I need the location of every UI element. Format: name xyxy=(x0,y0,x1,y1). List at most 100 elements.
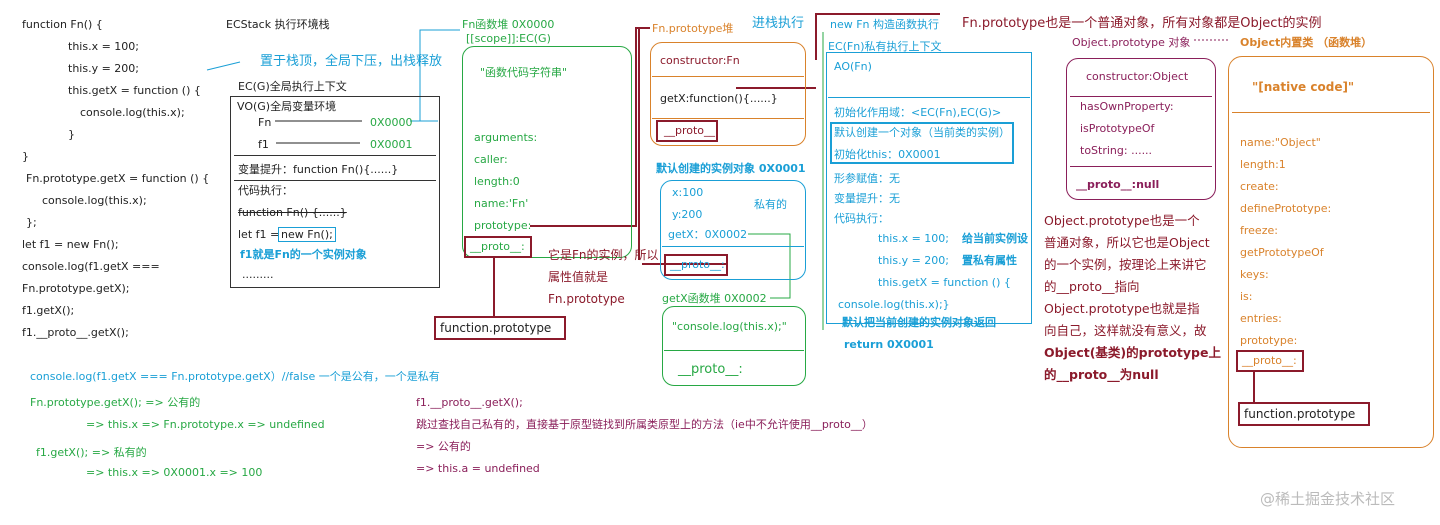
newfn-hoist: 变量提升：无 xyxy=(834,192,900,205)
function-prototype-label: function.prototype xyxy=(440,321,552,335)
prototype-arrow xyxy=(530,27,650,227)
instance-proto: __proto__: xyxy=(670,258,725,271)
vog-box xyxy=(234,98,436,156)
object-class-proto: __proto__: xyxy=(1242,354,1297,367)
instance-x: x:100 xyxy=(672,186,704,199)
exec-label: 代码执行： xyxy=(238,184,293,197)
create-instance-box xyxy=(830,122,1014,164)
getx-link xyxy=(748,233,791,299)
object-class-title: Object内置类 （函数堆） xyxy=(1240,36,1373,49)
divider xyxy=(662,246,804,247)
fnproto-proto-box xyxy=(656,120,718,142)
fnproto-header: Fn.prototype也是一个普通对象，所有对象都是Object的实例 xyxy=(962,16,1322,31)
fn-proto-box xyxy=(464,236,532,258)
code-line: f1.__proto__.getX(); xyxy=(22,326,129,339)
getx-heap-proto: __proto__: xyxy=(678,362,743,377)
divider xyxy=(234,180,436,181)
fn-prop: length:0 xyxy=(474,175,520,188)
var-f1: f1 xyxy=(258,138,269,151)
note-line: 的__proto__指向 xyxy=(1044,279,1140,294)
note-line: 的__proto__为null xyxy=(1044,367,1159,382)
source-code: function Fn() { this.x = 100; this.y = 2… xyxy=(22,14,209,344)
object-prototype-box xyxy=(1066,58,1216,200)
dots: ......... xyxy=(242,268,274,281)
watermark: @稀土掘金技术社区 xyxy=(1260,490,1396,508)
ao-label: AO(Fn) xyxy=(834,60,872,73)
var-fn: Fn xyxy=(258,116,272,129)
stack-note-arrow xyxy=(206,61,241,71)
bottom-line1: console.log(f1.getX === Fn.prototype.get… xyxy=(30,370,440,383)
object-prop: length:1 xyxy=(1240,158,1286,171)
ecfn-box xyxy=(826,52,1032,324)
note-line: Object.prototype也就是指 xyxy=(1044,301,1200,316)
object-prop: create: xyxy=(1240,180,1279,193)
instance-private: 私有的 xyxy=(754,198,787,211)
note-line: 向自己，这样就没有意义，故 xyxy=(1044,323,1207,338)
bottom-g1: Fn.prototype.getX(); => 公有的 xyxy=(30,396,201,409)
fn-prototype-proto: __proto__ xyxy=(664,124,716,137)
fnproto-to-object xyxy=(815,13,940,60)
scope-chain: 初始化作用域：<EC(Fn),EC(G)> xyxy=(834,106,1002,119)
fn-heap-title: Fn函数堆 0X0000 xyxy=(462,18,555,31)
object-prop: prototype: xyxy=(1240,334,1298,347)
fn-heap-scope: [[scope]]:EC(G) xyxy=(466,32,551,45)
ecstack-title: ECStack 执行环境栈 xyxy=(226,18,330,31)
f1-address: 0X0001 xyxy=(370,138,413,151)
code-line: Fn.prototype.getX = function () { xyxy=(26,172,210,185)
return-note: 默认把当前创建的实例对象返回 xyxy=(842,316,996,329)
fn-address: 0X0000 xyxy=(370,116,413,129)
code-line: Fn.prototype.getX); xyxy=(22,282,130,295)
object-prototype-constructor: constructor:Object xyxy=(1086,70,1189,83)
code-line: } xyxy=(22,150,29,163)
object-prop: is: xyxy=(1240,290,1253,303)
fn-prototype-constructor: constructor:Fn xyxy=(660,54,740,67)
divider xyxy=(1070,166,1212,167)
code-line: this.getX = function () { xyxy=(68,84,201,97)
newfn-title-a: 进栈执行 xyxy=(752,16,805,31)
note-line: Object.prototype也是一个 xyxy=(1044,213,1200,228)
object-prop: keys: xyxy=(1240,268,1269,281)
bottom-p4: => this.a = undefined xyxy=(416,462,540,475)
ao-box xyxy=(828,54,1030,98)
bottom-p2: 跳过查找自己私有的，直接基于原型链找到所属类原型上的方法（ie中不允许使用__p… xyxy=(416,418,873,431)
create-instance: 默认创建一个对象（当前类的实例） xyxy=(834,126,1010,139)
init-this: 初始化this：0X0001 xyxy=(834,148,941,161)
newfn-exec: 代码执行： xyxy=(834,212,889,225)
return-value: return 0X0001 xyxy=(844,338,934,351)
divider xyxy=(652,76,804,77)
object-prop: freeze: xyxy=(1240,224,1278,237)
code-line: console.log(this.x); xyxy=(42,194,147,207)
fn-prototype-title: Fn.prototype堆 xyxy=(652,22,734,35)
instance-y: y:200 xyxy=(672,208,703,221)
fn-prototype-getx: getX:function(){......} xyxy=(660,92,778,105)
object-prototype-note: Object.prototype也是一个 普通对象，所以它也是Object 的一… xyxy=(1044,210,1221,386)
newfn-log: console.log(this.x);} xyxy=(838,298,950,311)
stack-note: 置于栈顶，全局下压，出栈释放 xyxy=(260,54,443,69)
fn-heap-bracket xyxy=(419,29,460,121)
code-line: console.log(this.x); xyxy=(80,106,185,119)
f1-note: f1就是Fn的一个实例对象 xyxy=(240,248,367,261)
object-prototype-proto: __proto__:null xyxy=(1076,178,1160,191)
vog-label: VO(G)全局变量环境 xyxy=(237,100,337,113)
divider xyxy=(1070,96,1212,97)
divider xyxy=(652,118,804,119)
getx-heap-title: getX函数堆 0X0002 xyxy=(662,292,767,305)
object-function-prototype-label: function.prototype xyxy=(1244,407,1356,421)
divider xyxy=(664,350,804,351)
getx-heap-box xyxy=(662,306,806,386)
fn-heap-box xyxy=(462,46,632,258)
note-line: Object(基类)的prototype上 xyxy=(1044,345,1221,360)
args-assign: 形参赋值：无 xyxy=(834,172,900,185)
bottom-p1: f1.__proto__.getX(); xyxy=(416,396,523,409)
function-prototype-box xyxy=(434,316,566,340)
fn-proto-note: 它是Fn的实例，所以属性值就是Fn.prototype xyxy=(548,248,659,306)
object-class-box xyxy=(1228,56,1434,448)
new-fn-highlight: new Fn(); xyxy=(278,227,336,243)
object-prototype-title: Object.prototype 对象 xyxy=(1072,36,1191,49)
object-prop: getPrototypeOf xyxy=(1240,246,1324,259)
instance-getx: getX：0X0002 xyxy=(668,228,748,241)
fn-prototype-box xyxy=(650,42,806,146)
note-line: 普通对象，所以它也是Object xyxy=(1044,235,1210,250)
code-line: } xyxy=(68,128,75,141)
fn-prop: arguments: xyxy=(474,131,538,144)
